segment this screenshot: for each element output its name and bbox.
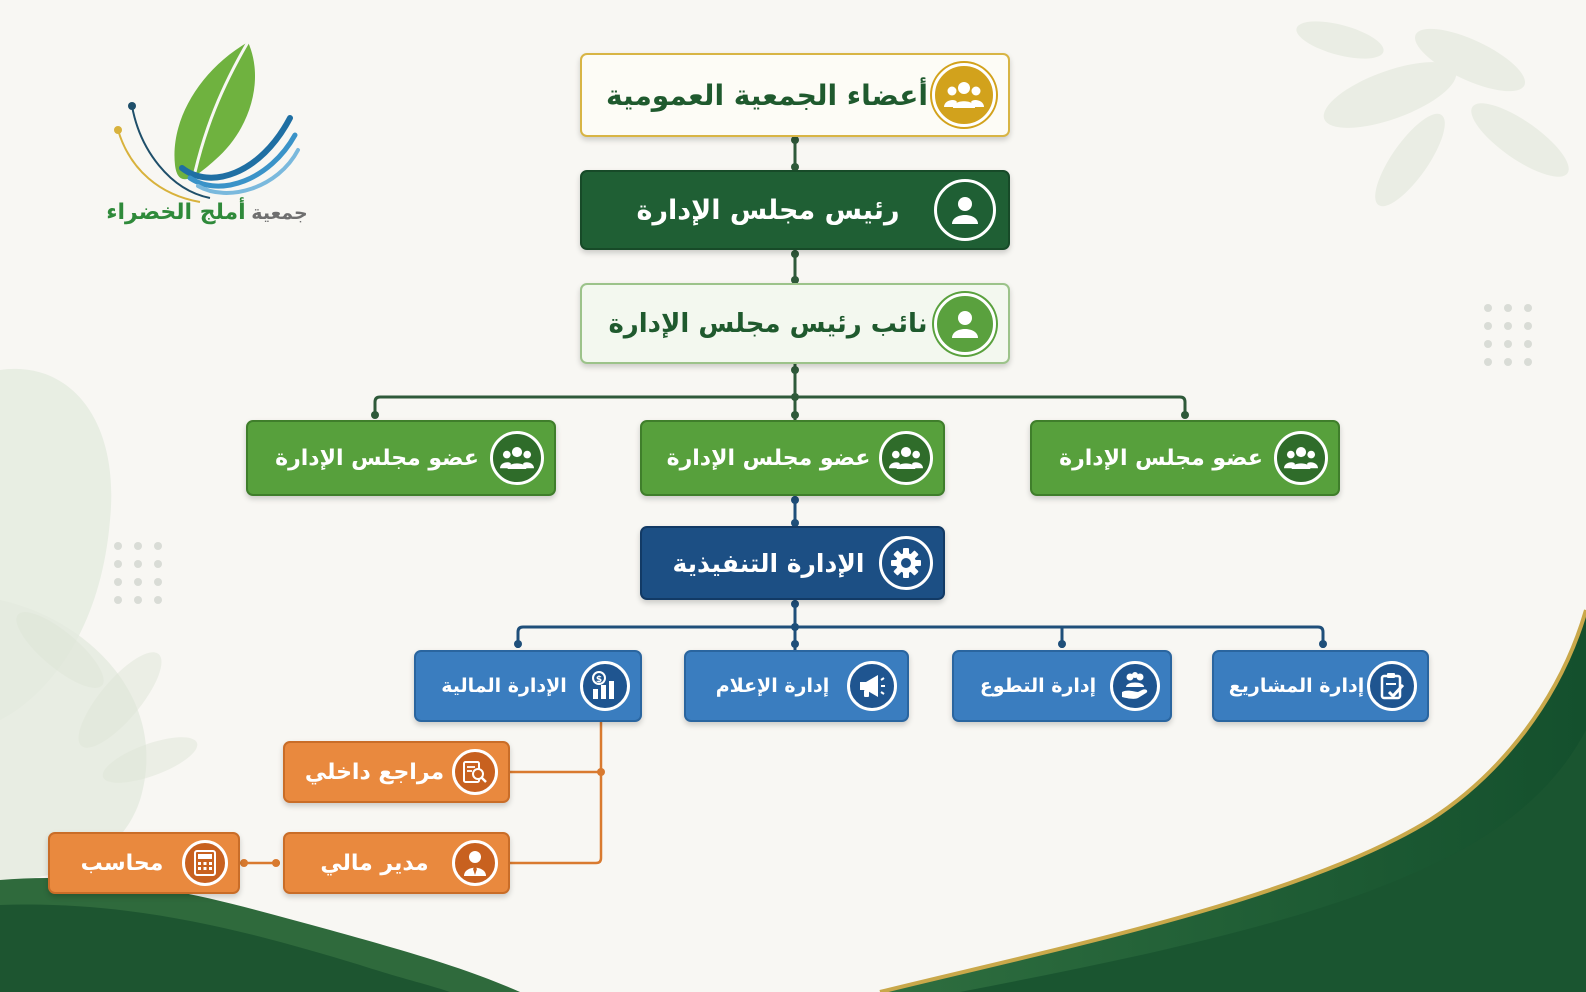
manager-icon xyxy=(452,840,498,886)
board-member-box: عضو مجلس الإدارة xyxy=(1030,420,1340,496)
audit-search-icon xyxy=(452,749,498,795)
board-chairman-label: رئيس مجلس الإدارة xyxy=(636,194,900,226)
logo-org-name: أملج الخضراء xyxy=(106,200,246,225)
general-assembly-label: أعضاء الجمعية العمومية xyxy=(606,78,928,112)
gear-icon xyxy=(879,536,933,590)
internal-auditor-box: مراجع داخلي xyxy=(283,741,510,803)
logo-prefix: جمعية xyxy=(251,202,308,224)
financial-manager-box: مدير مالي xyxy=(283,832,510,894)
calculator-icon xyxy=(182,840,228,886)
board-member-label: عضو مجلس الإدارة xyxy=(275,445,479,471)
media-department-label: إدارة الإعلام xyxy=(715,675,830,697)
leaf-logo-icon xyxy=(114,41,300,203)
group-icon xyxy=(490,431,544,485)
board-member-label: عضو مجلس الإدارة xyxy=(1059,445,1263,471)
person-icon xyxy=(934,292,996,355)
group-icon xyxy=(932,63,996,127)
group-icon xyxy=(1274,431,1328,485)
finance-chart-icon: $ xyxy=(580,661,630,711)
internal-auditor-label: مراجع داخلي xyxy=(304,759,445,785)
board-member-box: عضو مجلس الإدارة xyxy=(640,420,945,496)
board-member-box: عضو مجلس الإدارة xyxy=(246,420,556,496)
projects-department-box: إدارة المشاريع xyxy=(1212,650,1429,722)
clipboard-check-icon xyxy=(1367,661,1417,711)
accountant-box: محاسب xyxy=(48,832,240,894)
executive-management-label: الإدارة التنفيذية xyxy=(672,548,865,578)
volunteer-department-label: إدارة التطوع xyxy=(979,675,1097,697)
projects-department-label: إدارة المشاريع xyxy=(1228,675,1365,697)
financial-manager-label: مدير مالي xyxy=(320,850,429,876)
volunteer-hand-icon xyxy=(1110,661,1160,711)
accountant-label: محاسب xyxy=(80,850,164,876)
logo-name: جمعية أملج الخضراء xyxy=(104,200,310,225)
vice-chairman-label: نائب رئيس مجلس الإدارة xyxy=(608,308,928,339)
finance-department-box: $ الإدارة المالية xyxy=(414,650,642,722)
finance-department-label: الإدارة المالية xyxy=(441,675,567,697)
general-assembly-box: أعضاء الجمعية العمومية xyxy=(580,53,1010,137)
person-icon xyxy=(934,179,996,241)
megaphone-icon xyxy=(847,661,897,711)
board-chairman-box: رئيس مجلس الإدارة xyxy=(580,170,1010,250)
svg-text:$: $ xyxy=(596,675,602,685)
group-icon xyxy=(879,431,933,485)
vice-chairman-box: نائب رئيس مجلس الإدارة xyxy=(580,283,1010,364)
media-department-box: إدارة الإعلام xyxy=(684,650,909,722)
executive-management-box: الإدارة التنفيذية xyxy=(640,526,945,600)
board-member-label: عضو مجلس الإدارة xyxy=(666,445,871,471)
dot-grid-left xyxy=(114,542,164,606)
volunteer-department-box: إدارة التطوع xyxy=(952,650,1172,722)
dot-grid-right xyxy=(1484,304,1534,368)
